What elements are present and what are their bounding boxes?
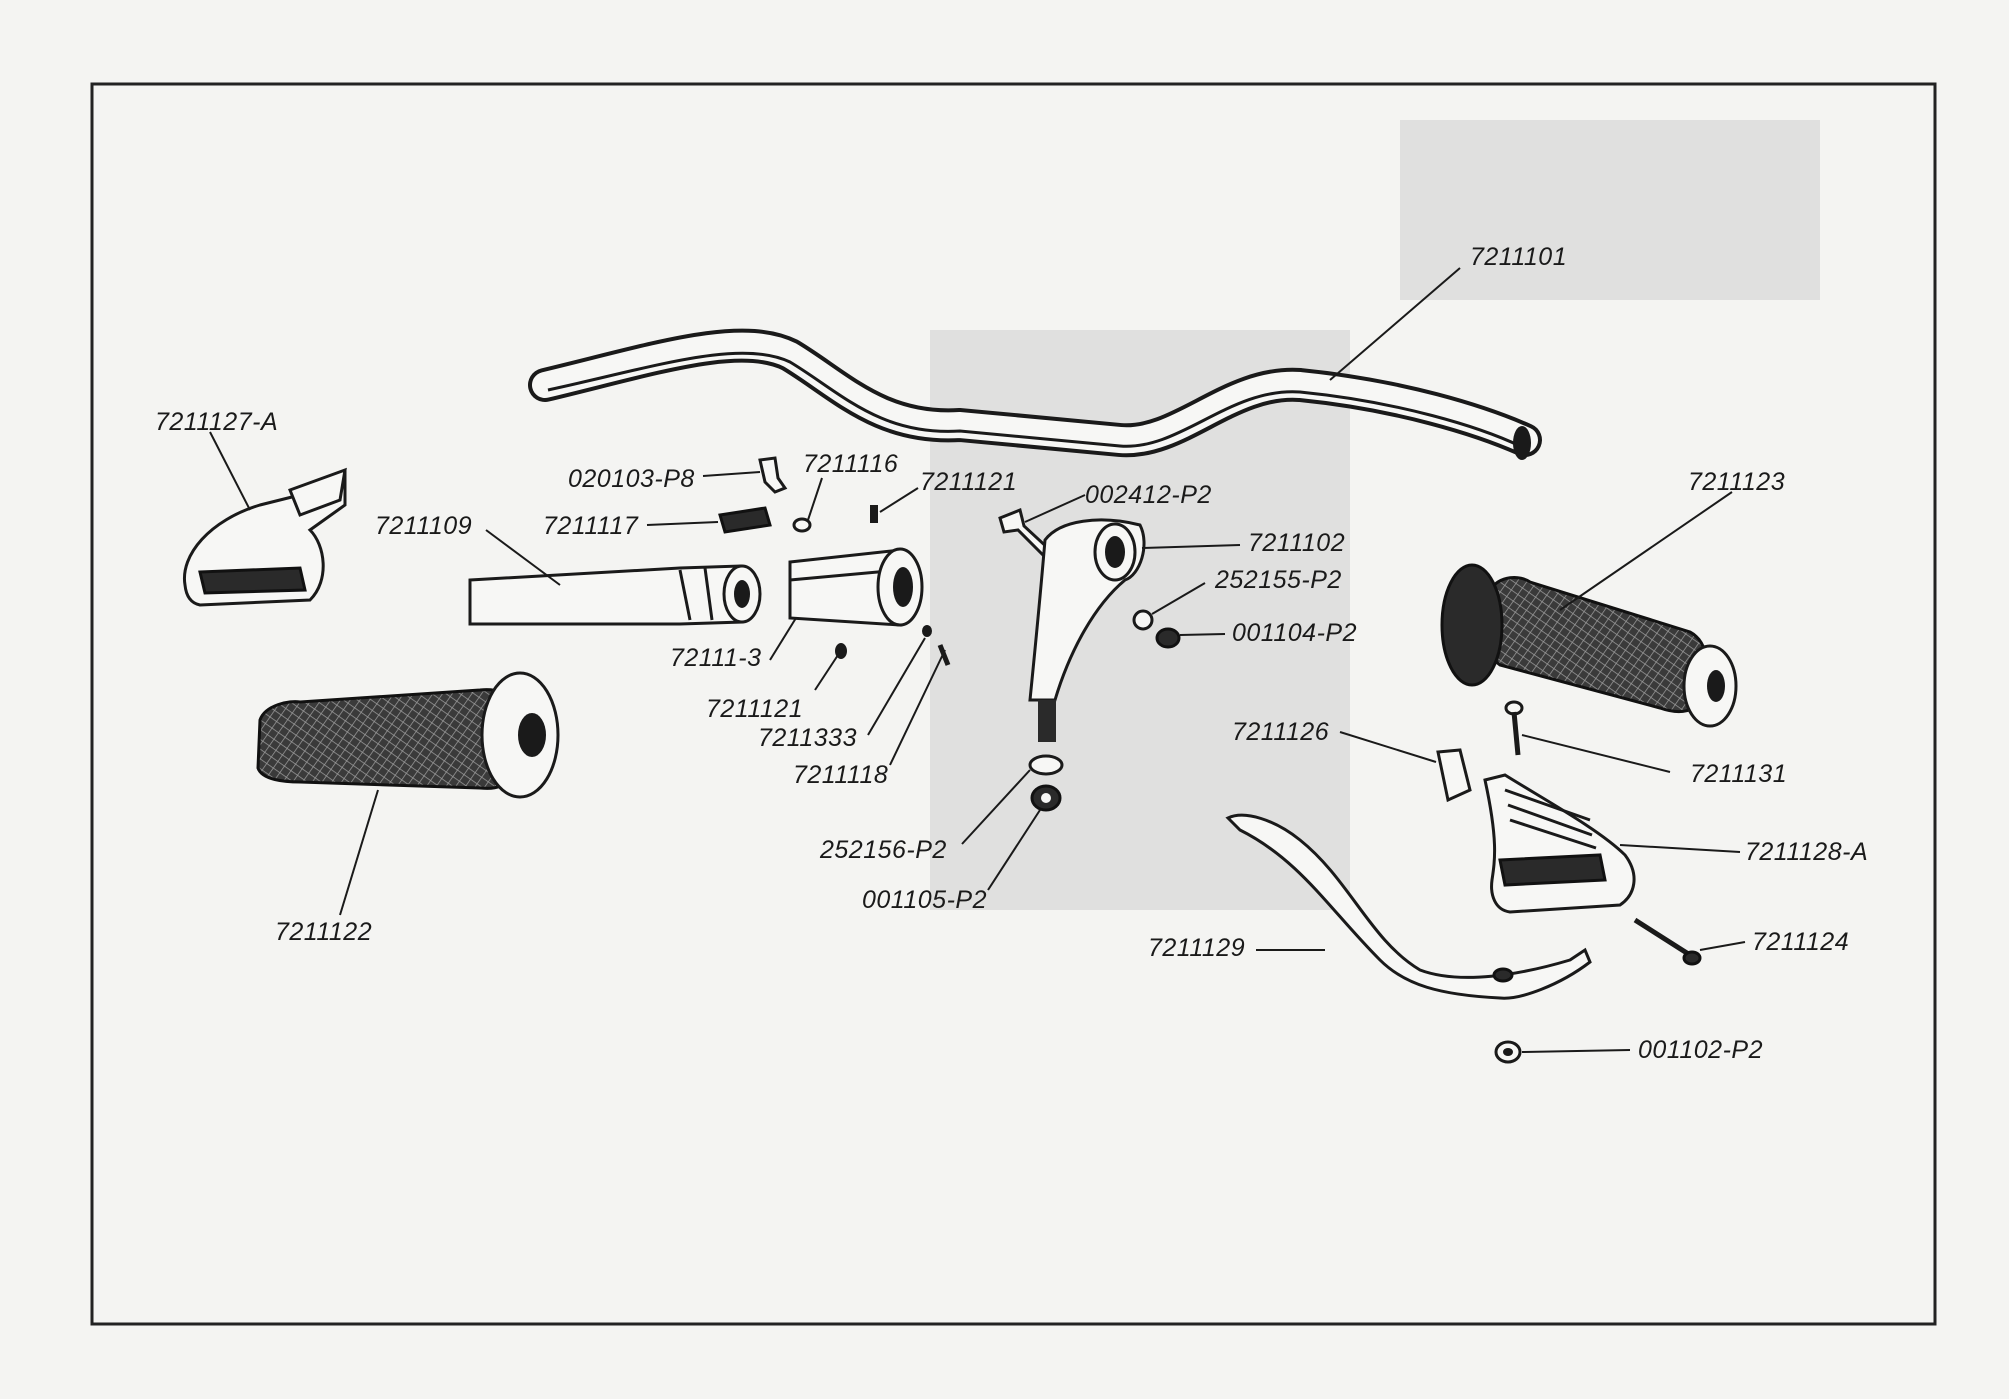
nut-lower <box>1030 784 1062 812</box>
washer-lower <box>1028 754 1064 776</box>
label-bolt: 002412-P2 <box>1085 481 1212 509</box>
label-lever-block: 7211126 <box>1232 718 1329 746</box>
label-pin-lower: 7211121 <box>706 695 803 723</box>
label-screw-set: 7211118 <box>793 761 888 789</box>
label-handlebar: 7211101 <box>1470 243 1567 271</box>
label-nut-upper: 001104-P2 <box>1232 619 1357 647</box>
screw-set <box>937 644 951 666</box>
label-washer-upper: 252155-P2 <box>1214 566 1342 594</box>
lever-bracket-left <box>182 467 347 607</box>
nut-upper <box>1155 627 1181 649</box>
lever-bolt <box>1633 917 1702 966</box>
pin <box>870 505 878 523</box>
lever-pivot-pin <box>1504 700 1524 756</box>
label-screw-small: 7211333 <box>758 724 857 752</box>
handlebar <box>528 328 1542 460</box>
label-nut-lower: 001105-P2 <box>862 886 987 914</box>
nipple <box>758 456 788 494</box>
slider <box>718 506 772 534</box>
lever-block <box>1436 748 1472 803</box>
label-nipple: 020103-P8 <box>568 465 695 493</box>
label-slider: 7211117 <box>543 512 639 540</box>
grip-right <box>1440 563 1738 728</box>
lever <box>1225 813 1592 1000</box>
label-lever-pivot-pin: 7211131 <box>1690 760 1787 788</box>
label-sleeve: 72111-3 <box>670 644 762 672</box>
label-lever-nut: 001102-P2 <box>1638 1036 1763 1064</box>
label-pin: 7211121 <box>920 468 1017 496</box>
throttle-tube <box>468 564 762 626</box>
label-grip-right: 7211123 <box>1688 468 1785 496</box>
label-lever-bracket-left: 7211127-A <box>155 408 278 436</box>
label-throttle-clamp-arm: 7211102 <box>1248 529 1345 557</box>
screw-small <box>922 625 932 637</box>
label-throttle-tube: 7211109 <box>375 512 472 540</box>
part-labels: 7211101 7211127-A 020103-P8 7211116 7211… <box>155 243 1868 1064</box>
label-spring-small: 7211116 <box>803 450 898 478</box>
washer-upper <box>1132 609 1154 631</box>
lever-bracket-right <box>1483 773 1636 914</box>
spring-small <box>792 517 812 533</box>
lever-nut <box>1494 1040 1522 1064</box>
label-washer-lower: 252156-P2 <box>819 836 947 864</box>
label-grip-left: 7211122 <box>275 918 372 946</box>
label-lever: 7211129 <box>1148 934 1245 962</box>
leader-lines <box>209 267 1746 1053</box>
throttle-clamp-arm <box>1028 518 1146 742</box>
sleeve <box>788 547 924 627</box>
label-lever-bracket-right: 7211128-A <box>1745 838 1868 866</box>
label-lever-bolt: 7211124 <box>1752 928 1849 956</box>
grip-left <box>256 671 560 799</box>
